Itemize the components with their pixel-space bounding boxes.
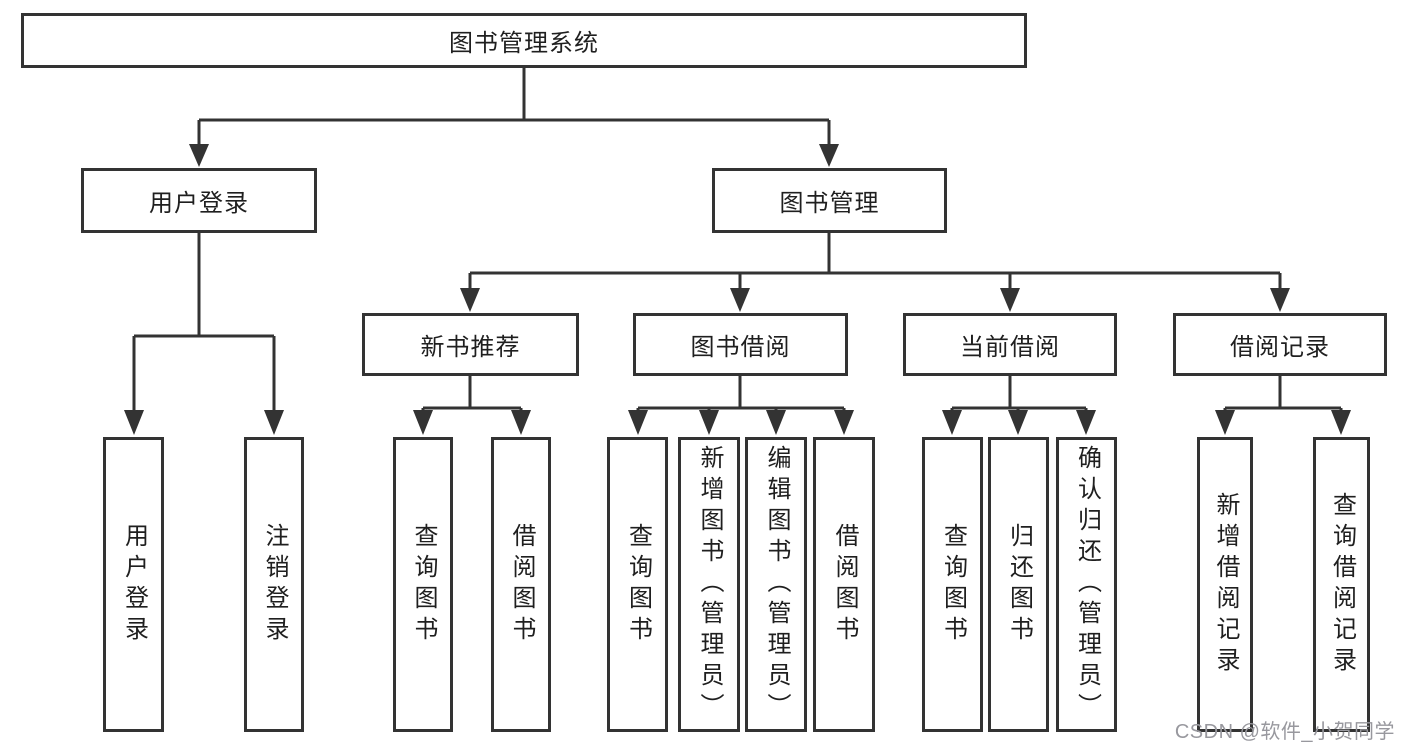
node-user-login: 用户登录 bbox=[81, 168, 317, 233]
arrowhead-user-login bbox=[189, 144, 209, 167]
leaf-user-login: 用户登录 bbox=[103, 437, 164, 732]
arrowhead-logout bbox=[264, 410, 284, 435]
leaf-borrowing-query-books: 查询图书 bbox=[607, 437, 668, 732]
csdn-watermark: CSDN @软件_小贺同学 bbox=[1174, 721, 1395, 743]
arrowhead-nb-borrow bbox=[511, 410, 531, 435]
arrowhead-nb-query bbox=[413, 410, 433, 435]
node-current-borrowing: 当前借阅 bbox=[903, 313, 1117, 376]
arrowhead-cu-confirm bbox=[1076, 410, 1096, 435]
arrowhead-login bbox=[124, 410, 144, 435]
leaf-current-query-books: 查询图书 bbox=[922, 437, 983, 732]
arrowhead-book-mgmt bbox=[819, 144, 839, 167]
node-book-management: 图书管理 bbox=[712, 168, 947, 233]
leaf-newbooks-query-books: 查询图书 bbox=[393, 437, 453, 732]
leaf-current-return-books: 归还图书 bbox=[988, 437, 1049, 732]
leaf-borrowing-borrow-books: 借阅图书 bbox=[813, 437, 875, 732]
arrowhead-rc-query bbox=[1331, 410, 1351, 435]
leaf-records-query-record: 查询借阅记录 bbox=[1313, 437, 1370, 732]
arrowhead-bw-borrow bbox=[834, 410, 854, 435]
leaf-borrowing-add-books-admin: 新增图书（管理员） bbox=[678, 437, 740, 732]
leaf-logout: 注销登录 bbox=[244, 437, 304, 732]
leaf-borrowing-edit-books-admin: 编辑图书（管理员） bbox=[745, 437, 807, 732]
arrowhead-records bbox=[1270, 288, 1290, 312]
arrowhead-bw-add bbox=[699, 410, 719, 435]
arrowhead-bw-query bbox=[628, 410, 648, 435]
node-root: 图书管理系统 bbox=[21, 13, 1027, 68]
arrowhead-borrowing bbox=[730, 288, 750, 312]
arrowhead-new-books bbox=[460, 288, 480, 312]
arrowhead-cu-query bbox=[942, 410, 962, 435]
leaf-current-confirm-return-admin: 确认归还（管理员） bbox=[1056, 437, 1117, 732]
arrowhead-current bbox=[1000, 288, 1020, 312]
arrowhead-cu-return bbox=[1008, 410, 1028, 435]
node-borrow-records: 借阅记录 bbox=[1173, 313, 1387, 376]
leaf-newbooks-borrow-books: 借阅图书 bbox=[491, 437, 551, 732]
arrowhead-rc-add bbox=[1215, 410, 1235, 435]
arrowhead-bw-edit bbox=[766, 410, 786, 435]
node-new-book-recommend: 新书推荐 bbox=[362, 313, 579, 376]
leaf-records-add-record: 新增借阅记录 bbox=[1197, 437, 1253, 732]
node-book-borrowing: 图书借阅 bbox=[633, 313, 848, 376]
